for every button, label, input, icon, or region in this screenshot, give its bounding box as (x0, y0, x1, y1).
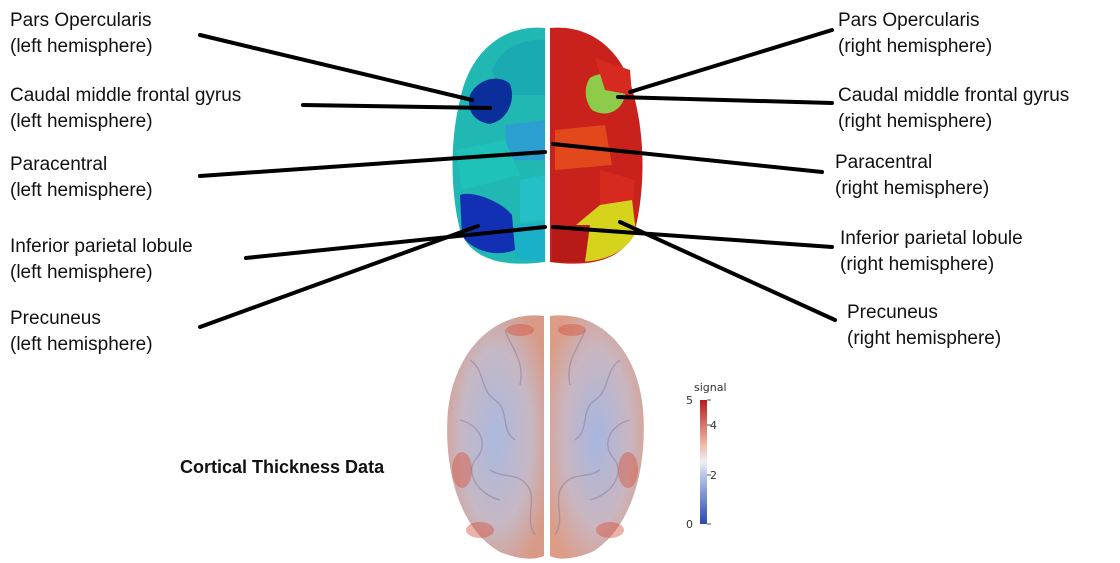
label-hemisphere: (right hemisphere) (838, 34, 992, 60)
label-hemisphere: (left hemisphere) (10, 332, 153, 358)
label-hemisphere: (right hemisphere) (840, 252, 1023, 278)
label-hemisphere: (left hemisphere) (10, 34, 153, 60)
leader-line-precuneus-right (620, 222, 835, 320)
label-hemisphere: (right hemisphere) (847, 326, 1001, 352)
label-paracentral-left: Paracentral (left hemisphere) (10, 152, 153, 204)
label-hemisphere: (left hemisphere) (10, 109, 241, 135)
colorbar-legend: signal 5 4 2 0 (686, 381, 727, 531)
label-pars-opercularis-right: Pars Opercularis (right hemisphere) (838, 8, 992, 60)
label-precuneus-right: Precuneus (right hemisphere) (847, 300, 1001, 352)
label-paracentral-right: Paracentral (right hemisphere) (835, 150, 989, 202)
label-precuneus-left: Precuneus (left hemisphere) (10, 306, 153, 358)
leader-line-precuneus-left (200, 226, 478, 327)
colorbar-tick-2: 2 (710, 469, 717, 482)
colorbar-tick-4: 4 (710, 419, 717, 432)
label-region: Inferior parietal lobule (840, 226, 1023, 252)
label-region: Precuneus (10, 306, 153, 332)
colorbar-title: signal (694, 381, 727, 394)
label-hemisphere: (right hemisphere) (838, 109, 1069, 135)
label-caudal-middle-frontal-right: Caudal middle frontal gyrus (right hemis… (838, 83, 1069, 135)
brain-thickness-map (447, 315, 644, 558)
leader-line-caudal-right (618, 97, 832, 103)
label-hemisphere: (left hemisphere) (10, 178, 153, 204)
label-caudal-middle-frontal-left: Caudal middle frontal gyrus (left hemisp… (10, 83, 241, 135)
label-pars-opercularis-left: Pars Opercularis (left hemisphere) (10, 8, 153, 60)
colorbar-tick-min: 0 (686, 518, 693, 531)
figure-caption: Cortical Thickness Data (180, 457, 384, 478)
label-region: Pars Opercularis (838, 8, 992, 34)
leader-line-pars-opercularis-right (630, 30, 832, 92)
label-region: Paracentral (10, 152, 153, 178)
label-region: Precuneus (847, 300, 1001, 326)
label-region: Caudal middle frontal gyrus (10, 83, 241, 109)
label-region: Inferior parietal lobule (10, 234, 193, 260)
label-region: Paracentral (835, 150, 989, 176)
label-inferior-parietal-right: Inferior parietal lobule (right hemisphe… (840, 226, 1023, 278)
label-hemisphere: (left hemisphere) (10, 260, 193, 286)
colorbar-tick-max: 5 (686, 394, 693, 407)
colorbar-gradient (700, 400, 707, 524)
label-hemisphere: (right hemisphere) (835, 176, 989, 202)
label-inferior-parietal-left: Inferior parietal lobule (left hemispher… (10, 234, 193, 286)
label-region: Pars Opercularis (10, 8, 153, 34)
label-region: Caudal middle frontal gyrus (838, 83, 1069, 109)
